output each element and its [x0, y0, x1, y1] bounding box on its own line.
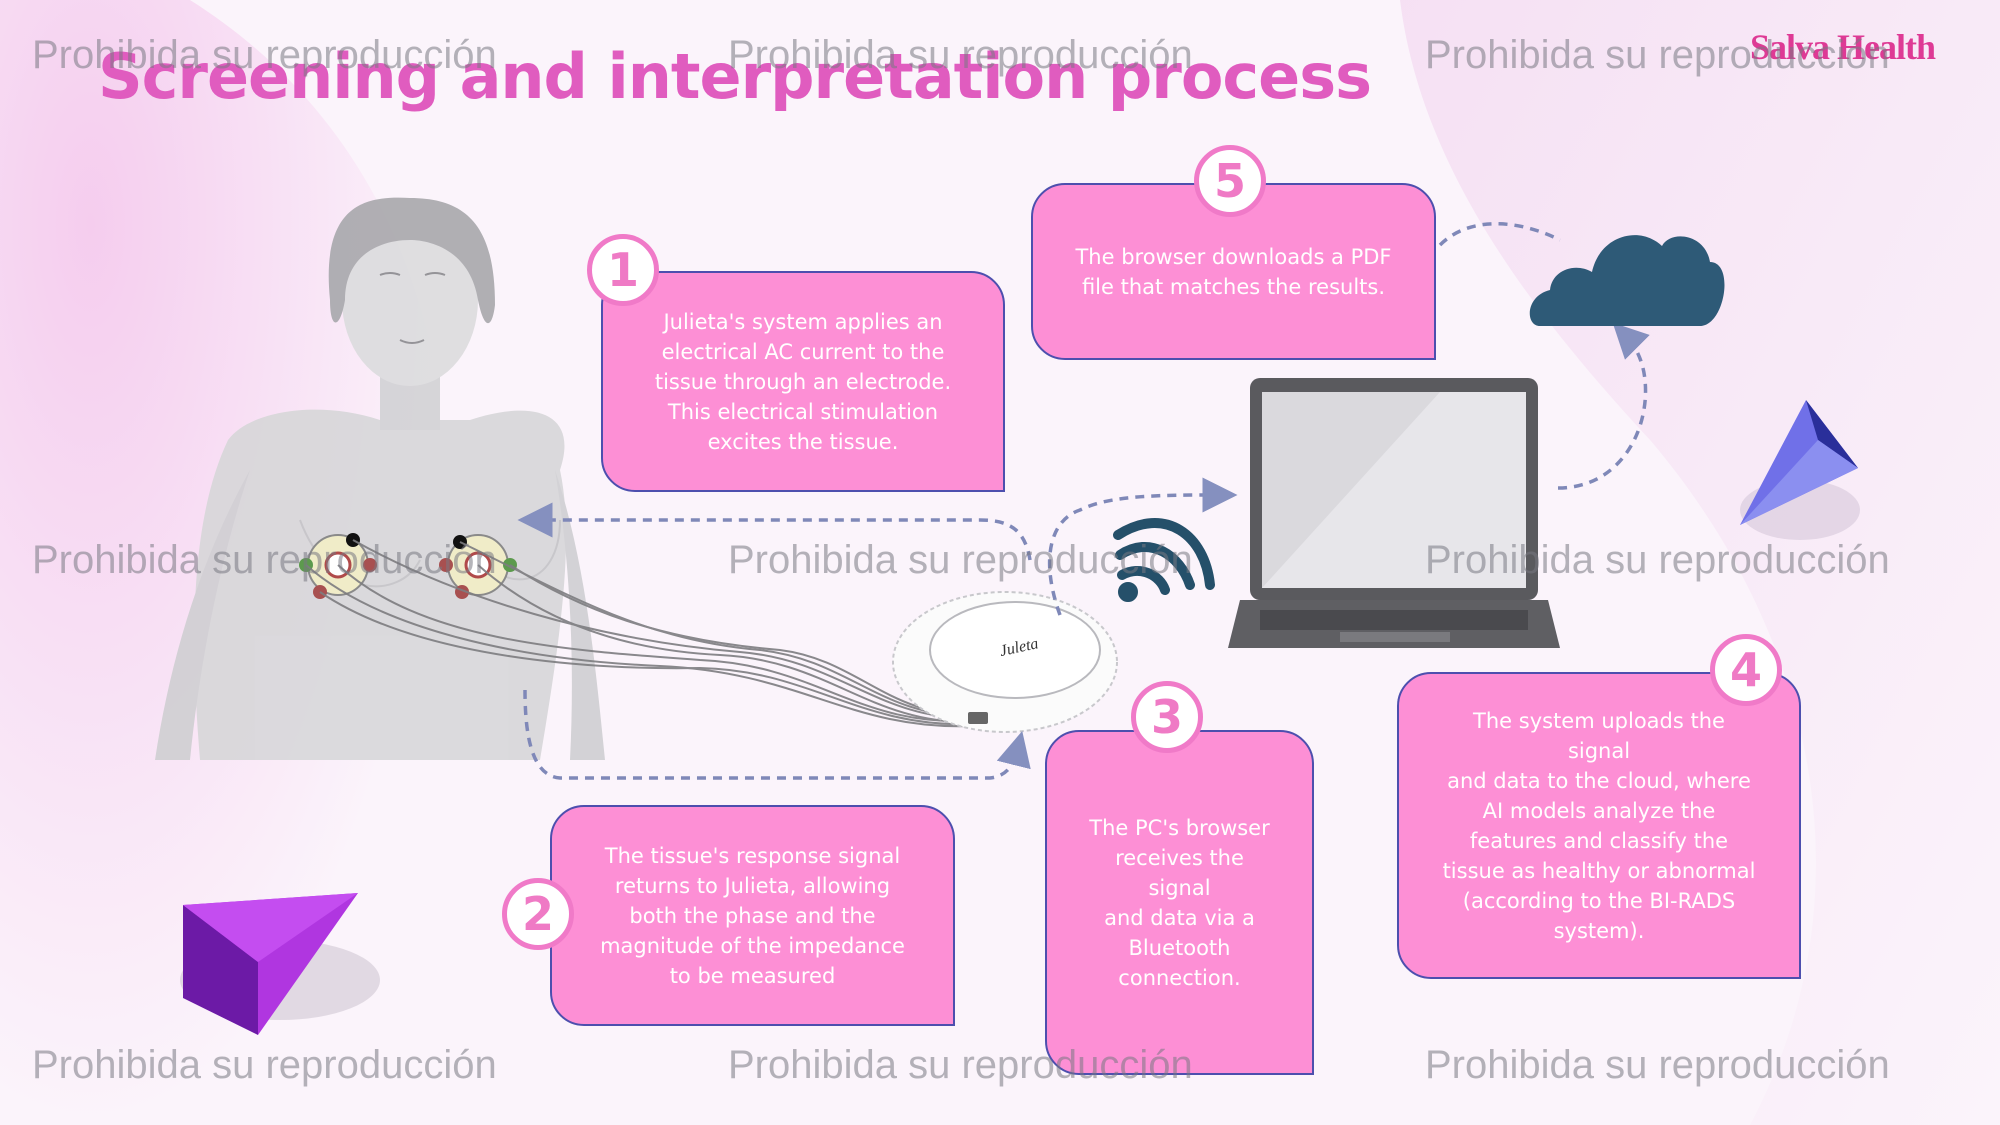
step-3-text: The PC's browser receives the signal and… [1089, 815, 1270, 990]
blue-pyramid-icon [1740, 400, 1860, 540]
cloud-icon [1529, 235, 1725, 326]
step-1-box: Julieta's system applies an electrical A… [601, 271, 1005, 492]
purple-pyramid-icon [180, 893, 380, 1035]
page-title: Screening and interpretation process [98, 40, 1372, 113]
julieta-device-icon: Juleta [892, 591, 1118, 733]
woman-torso-illustration [155, 197, 605, 760]
step-4-text: The system uploads the signal and data t… [1442, 708, 1756, 943]
laptop-icon [1228, 378, 1560, 648]
flow-arrows [517, 222, 1650, 780]
step-1-badge: 1 [587, 234, 659, 306]
step-5-text: The browser downloads a PDF file that ma… [1075, 244, 1392, 299]
brand-logo: Salva Health [1750, 27, 1936, 67]
step-4-badge: 4 [1710, 634, 1782, 706]
step-3-box: The PC's browser receives the signal and… [1045, 730, 1314, 1075]
step-2-text: The tissue's response signal returns to … [600, 843, 905, 988]
step-2-box: The tissue's response signal returns to … [550, 805, 955, 1026]
step-5-badge: 5 [1194, 145, 1266, 217]
step-3-badge: 3 [1131, 681, 1203, 753]
step-2-badge: 2 [502, 878, 574, 950]
step-1-text: Julieta's system applies an electrical A… [654, 309, 952, 454]
electrode-cables [305, 539, 981, 728]
wifi-icon [1113, 518, 1215, 602]
step-4-box: The system uploads the signal and data t… [1397, 672, 1801, 979]
